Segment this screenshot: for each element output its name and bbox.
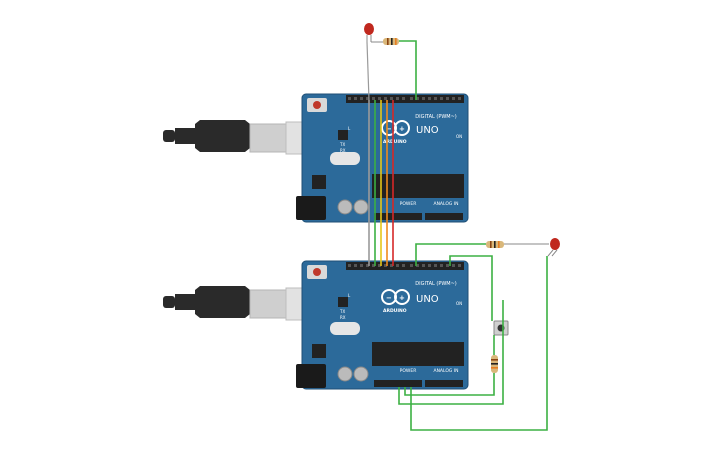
arduino-logo: − + xyxy=(381,289,410,305)
power-header xyxy=(374,380,422,387)
uno-label: UNO xyxy=(416,294,439,305)
tx-label: TX xyxy=(339,142,345,147)
digital-label: DIGITAL (PWM~) xyxy=(415,114,457,120)
on-label: ON xyxy=(456,134,462,139)
svg-text:+: + xyxy=(399,125,405,133)
on-label: ON xyxy=(456,301,462,306)
wire-green-top-led xyxy=(399,40,417,100)
chip-small xyxy=(338,297,348,307)
brand-label: ARDUINO xyxy=(383,139,407,145)
rx-label: RX xyxy=(340,315,346,320)
rx-label: RX xyxy=(340,148,346,153)
capacitor xyxy=(337,366,353,382)
inter-board-wires xyxy=(368,100,394,266)
power-label: POWER xyxy=(400,368,417,374)
tx-label: TX xyxy=(339,309,345,314)
brand-label: ARDUINO xyxy=(383,308,407,314)
resistor-top[interactable] xyxy=(383,38,399,45)
led-bottom[interactable] xyxy=(547,238,560,257)
crystal xyxy=(330,152,360,165)
analog-header xyxy=(425,213,463,220)
digital-label: DIGITAL (PWM~) xyxy=(415,281,457,287)
analog-label: ANALOG IN xyxy=(433,368,458,374)
resistor-pulldown[interactable] xyxy=(491,355,498,373)
regulator xyxy=(312,344,326,358)
power-jack xyxy=(296,364,326,388)
svg-text:−: − xyxy=(386,125,392,133)
analog-header xyxy=(425,380,463,387)
atmega-chip xyxy=(372,342,464,366)
power-jack xyxy=(296,196,326,220)
crystal xyxy=(330,322,360,335)
arduino-board-bottom[interactable]: DIGITAL (PWM~) TX RX L − + UNO ARDUINO O… xyxy=(296,260,469,390)
arduino-logo: − + xyxy=(381,120,410,136)
regulator xyxy=(312,175,326,189)
capacitor xyxy=(353,199,369,215)
arduino-board-top[interactable]: DIGITAL (PWM~) TX RX L − + UNO ARDUINO O… xyxy=(296,93,469,223)
power-label: POWER xyxy=(400,201,417,207)
wire-led-top-gnd xyxy=(366,41,370,101)
atmega-chip xyxy=(372,174,464,198)
led-top[interactable] xyxy=(364,23,374,42)
capacitor xyxy=(353,366,369,382)
l-label: L xyxy=(348,126,351,131)
resistor-bottom-led[interactable] xyxy=(486,241,504,248)
pushbutton[interactable] xyxy=(493,320,509,336)
uno-label: UNO xyxy=(416,125,439,136)
power-header xyxy=(374,213,422,220)
capacitor xyxy=(337,199,353,215)
analog-label: ANALOG IN xyxy=(433,201,458,207)
svg-text:−: − xyxy=(386,294,392,302)
bottom-circuit-wires xyxy=(398,243,548,431)
chip-small xyxy=(338,130,348,140)
l-label: L xyxy=(348,293,351,298)
svg-text:+: + xyxy=(399,294,405,302)
